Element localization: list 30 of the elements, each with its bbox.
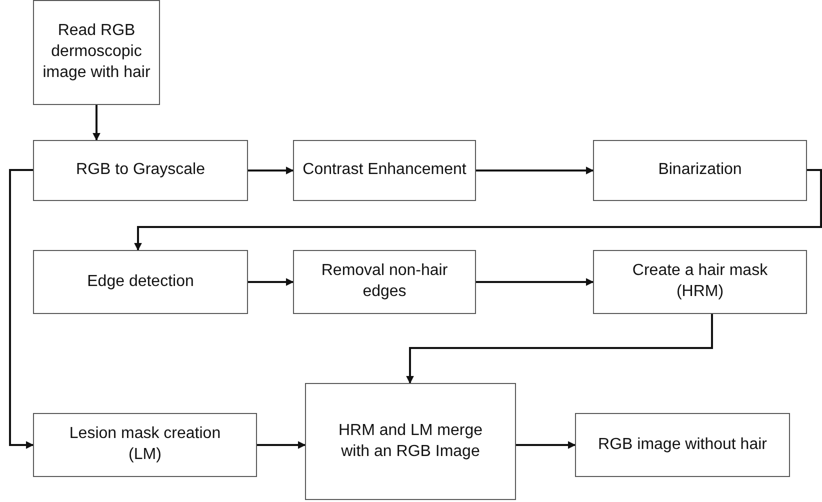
step-label: RGB to Grayscale (75, 160, 206, 180)
process-box (593, 140, 807, 201)
step-label: Contrast Enhancement (302, 160, 468, 180)
process-box (33, 413, 257, 477)
arrow (516, 441, 576, 449)
arrow (92, 105, 100, 141)
process-box (293, 140, 476, 201)
arrow (476, 278, 594, 286)
process-box (593, 250, 807, 314)
step-label: Lesion mask creation (LM) (68, 424, 222, 465)
process-box (33, 140, 248, 201)
step-label: Edge detection (86, 272, 195, 292)
arrow (257, 441, 306, 449)
step-label: Binarization (657, 160, 743, 180)
step-label: Removal non-hair edges (320, 261, 449, 302)
step-label: Read RGB dermoscopic image with hair (42, 21, 152, 83)
arrow (248, 166, 294, 174)
arrow (9, 169, 34, 449)
step-label: HRM and LM merge with an RGB Image (337, 420, 484, 462)
arrow (248, 278, 294, 286)
step-label: RGB image without hair (597, 434, 768, 455)
arrow (476, 166, 594, 174)
process-box (305, 383, 516, 500)
process-box (33, 250, 248, 314)
process-box (293, 250, 476, 314)
arrow (134, 169, 822, 251)
process-box (33, 0, 160, 105)
arrow (406, 314, 713, 384)
process-box (575, 413, 790, 477)
step-label: Create a hair mask (HRM) (631, 261, 769, 302)
